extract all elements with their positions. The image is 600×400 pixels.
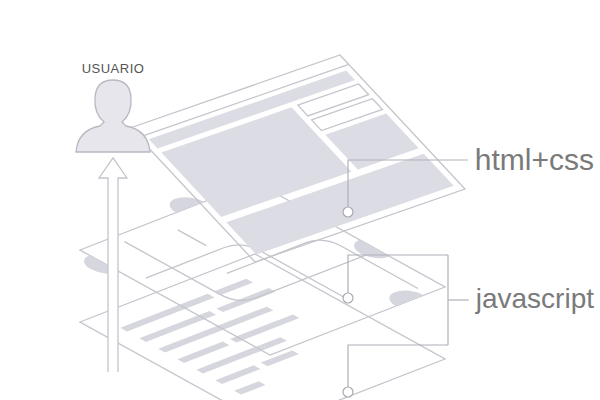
code-plane: [80, 254, 445, 400]
layer-label: javascript: [474, 284, 596, 314]
up-arrow: [99, 158, 127, 372]
leader-lines: [348, 160, 469, 387]
layer-label: html+css: [473, 144, 596, 176]
leader-dots: [343, 207, 353, 397]
user-label: USUARIO: [80, 61, 147, 76]
user-icon: [76, 80, 150, 152]
browser-plane: [130, 55, 465, 262]
